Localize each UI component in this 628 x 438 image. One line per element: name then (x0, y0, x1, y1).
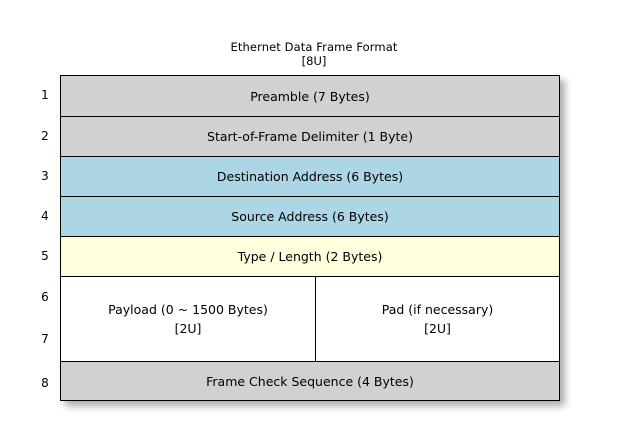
frame-field-preamble-label: Preamble (7 Bytes) (250, 88, 370, 104)
diagram-title: Ethernet Data Frame Format (230, 40, 398, 54)
row-number-1: 1 (41, 88, 49, 102)
ethernet-frame-table: Preamble (7 Bytes) Start-of-Frame Delimi… (60, 75, 560, 401)
frame-field-source-address: Source Address (6 Bytes) (61, 197, 559, 237)
row-number-8: 8 (41, 376, 49, 390)
frame-field-start-of-frame-delimiter-label: Start-of-Frame Delimiter (1 Byte) (207, 129, 413, 144)
frame-field-type-length: Type / Length (2 Bytes) (61, 237, 559, 277)
frame-field-source-address-label: Source Address (6 Bytes) (231, 209, 389, 224)
frame-field-pad-label: Pad (if necessary) (381, 301, 494, 317)
row-number-3: 3 (41, 169, 49, 183)
frame-field-destination-address: Destination Address (6 Bytes) (61, 157, 559, 197)
frame-field-frame-check-sequence-label: Frame Check Sequence (4 Bytes) (206, 373, 414, 389)
row-number-4: 4 (41, 209, 49, 223)
row-number-5: 5 (41, 249, 49, 263)
row-number-7: 7 (41, 332, 49, 346)
frame-field-preamble: Preamble (7 Bytes) (61, 76, 559, 117)
frame-field-payload-annotation: [2U] (174, 321, 202, 336)
frame-field-destination-address-label: Destination Address (6 Bytes) (216, 169, 404, 184)
diagram-subtitle: [8U] (301, 54, 327, 69)
frame-field-start-of-frame-delimiter: Start-of-Frame Delimiter (1 Byte) (61, 117, 559, 157)
diagram-title-block: Ethernet Data Frame Format [8U] (0, 40, 628, 69)
frame-field-pad: Pad (if necessary) [2U] (316, 277, 559, 361)
frame-field-payload-label: Payload (0 ~ 1500 Bytes) (108, 301, 268, 317)
frame-field-payload-row: Payload (0 ~ 1500 Bytes) [2U] Pad (if ne… (61, 277, 559, 362)
frame-field-pad-annotation: [2U] (424, 321, 451, 336)
row-number-6: 6 (41, 290, 49, 304)
frame-field-type-length-label: Type / Length (2 Bytes) (237, 249, 383, 264)
frame-field-frame-check-sequence: Frame Check Sequence (4 Bytes) (61, 362, 559, 400)
frame-field-payload: Payload (0 ~ 1500 Bytes) [2U] (61, 277, 316, 361)
row-number-2: 2 (41, 129, 49, 143)
row-number-gutter: 1 2 3 4 5 6 7 8 (30, 75, 60, 402)
